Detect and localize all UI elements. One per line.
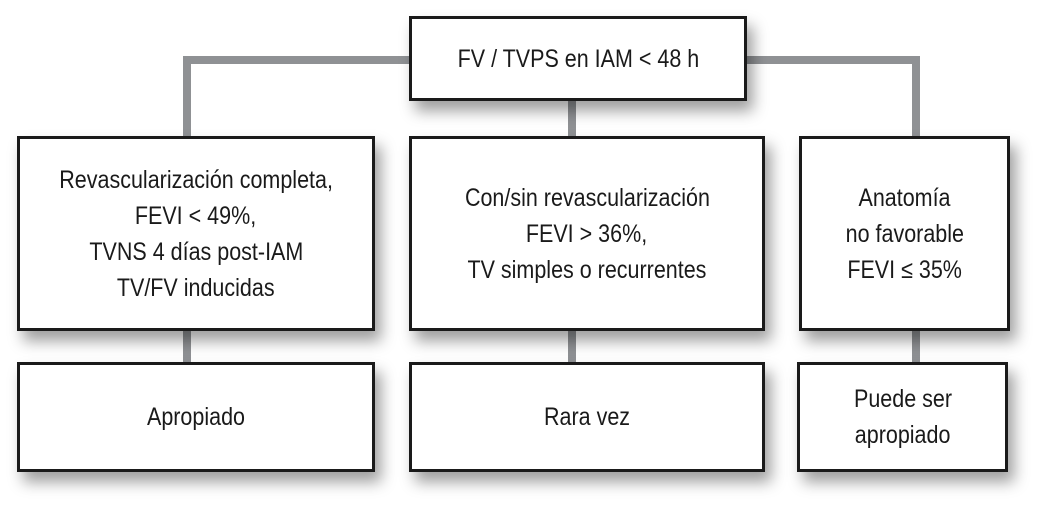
criteria-line: Con/sin revascularización xyxy=(464,183,710,212)
connector-middle xyxy=(568,98,576,140)
connector-middle-lower xyxy=(568,328,576,364)
criteria-box-middle: Con/sin revascularización FEVI > 36%, TV… xyxy=(409,136,765,331)
connector-right-lower xyxy=(912,328,920,364)
root-text: FV / TVPS en IAM < 48 h xyxy=(457,44,699,73)
outcome-text: Puede ser xyxy=(853,385,952,413)
criteria-line: Anatomía xyxy=(858,183,951,212)
criteria-box-left: Revascularización completa, FEVI < 49%, … xyxy=(17,136,375,331)
outcome-text: apropiado xyxy=(854,421,951,449)
criteria-line: Revascularización completa, xyxy=(59,165,333,194)
connector-left xyxy=(183,56,191,140)
criteria-line: FEVI < 49%, xyxy=(135,201,257,230)
criteria-line: no favorable xyxy=(845,219,964,248)
outcome-box-middle: Rara vez xyxy=(409,362,765,472)
root-box: FV / TVPS en IAM < 48 h xyxy=(409,16,747,101)
outcome-text: Apropiado xyxy=(146,403,246,431)
connector-right xyxy=(912,56,920,140)
criteria-line: FEVI ≤ 35% xyxy=(847,255,962,284)
outcome-box-right: Puede ser apropiado xyxy=(797,362,1008,472)
outcome-text: Rara vez xyxy=(543,403,631,431)
criteria-box-right: Anatomía no favorable FEVI ≤ 35% xyxy=(799,136,1010,331)
criteria-line: TV/FV inducidas xyxy=(117,273,275,302)
connector-left-lower xyxy=(183,328,191,364)
criteria-line: TVNS 4 días post-IAM xyxy=(89,237,303,266)
criteria-line: TV simples o recurrentes xyxy=(467,255,707,284)
outcome-box-left: Apropiado xyxy=(17,362,375,472)
criteria-line: FEVI > 36%, xyxy=(526,219,648,248)
